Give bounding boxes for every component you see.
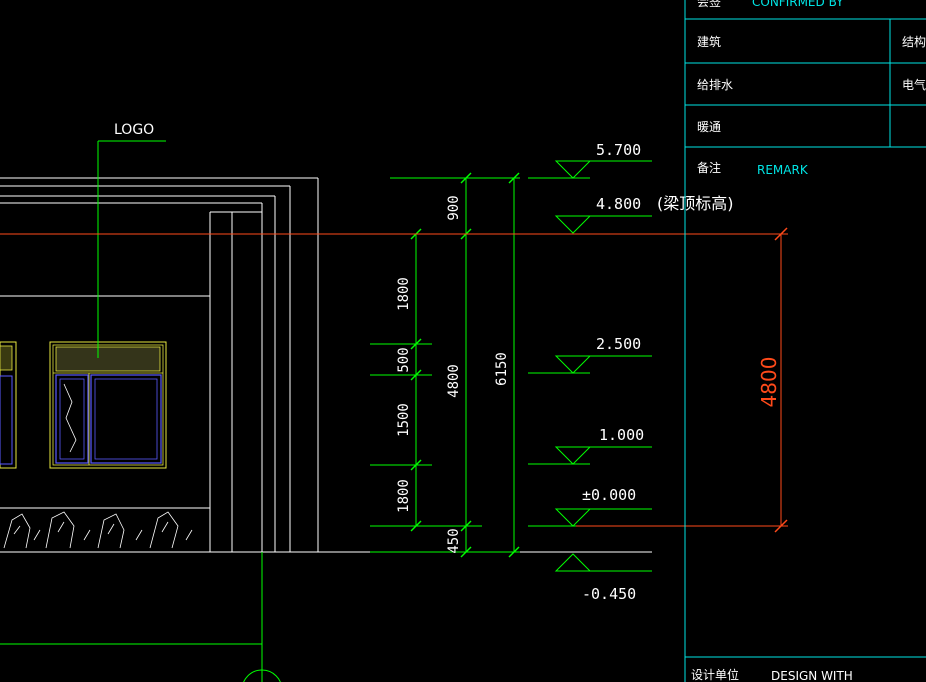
title-block-top-right: CONFIRMED BY [752,0,844,9]
stone-base-pattern [3,511,193,549]
window-partial [0,341,17,469]
dim-450: 450 [446,528,462,553]
elevation-marks: 5.700 4.800 (梁顶标高) 2.500 1.000 ±0.000 [528,141,734,603]
dimension-lines [370,172,520,558]
title-block-remark-label: 备注 [697,160,721,175]
elevation-mark-2500 [528,355,652,374]
beam-top-note: (梁顶标高) [657,194,734,213]
elevation-2500-label: 2.500 [596,335,641,353]
ground-line [0,551,652,682]
red-dim-4800: 4800 [757,357,781,408]
elevation-mark-5700 [528,160,652,179]
title-block-design-label: 设计单位 [691,667,739,682]
dim-1800-bottom: 1800 [396,479,412,513]
title-block-row-structure: 结构 [902,34,926,49]
title-block-top-left: 会签 [697,0,721,9]
title-block-row-electrical: 电气 [902,77,926,92]
elevation-minus450-label: -0.450 [582,585,636,603]
window [49,341,167,469]
elevation-mark-4800 [554,215,652,234]
title-block-remark-en: REMARK [757,163,809,177]
elevation-mark-0000 [528,508,652,527]
elevation-5700-label: 5.700 [596,141,641,159]
elevation-mark-minus450 [554,553,652,572]
logo-callout: LOGO [97,122,166,358]
title-block-design-en: DESIGN WITH [771,669,853,682]
dim-6150: 6150 [494,352,510,386]
title-block-row-hvac: 暖通 [697,120,721,134]
title-block-row-plumbing: 给排水 [697,78,733,92]
axis-bubble [243,669,281,682]
dim-1500: 1500 [396,403,412,437]
elevation-4800-label: 4.800 [596,195,641,213]
title-block-row-architecture: 建筑 [697,34,721,49]
elevation-mark-1000 [528,446,652,465]
dim-900: 900 [446,195,462,220]
logo-label: LOGO [114,122,154,138]
dim-1800-top: 1800 [396,277,412,311]
title-block [684,0,926,682]
dim-500: 500 [396,347,412,372]
building-facade [0,177,319,553]
elevation-0000-label: ±0.000 [582,486,636,504]
dim-4800-inner: 4800 [446,364,462,398]
elevation-1000-label: 1.000 [599,426,644,444]
dimension-texts: 1800 500 1500 1800 450 4800 900 6150 [396,195,510,553]
title-block-text: 会签 CONFIRMED BY 建筑 结构 给排水 电气 暖通 备注 REMAR… [691,0,926,682]
red-dimension [0,227,788,533]
